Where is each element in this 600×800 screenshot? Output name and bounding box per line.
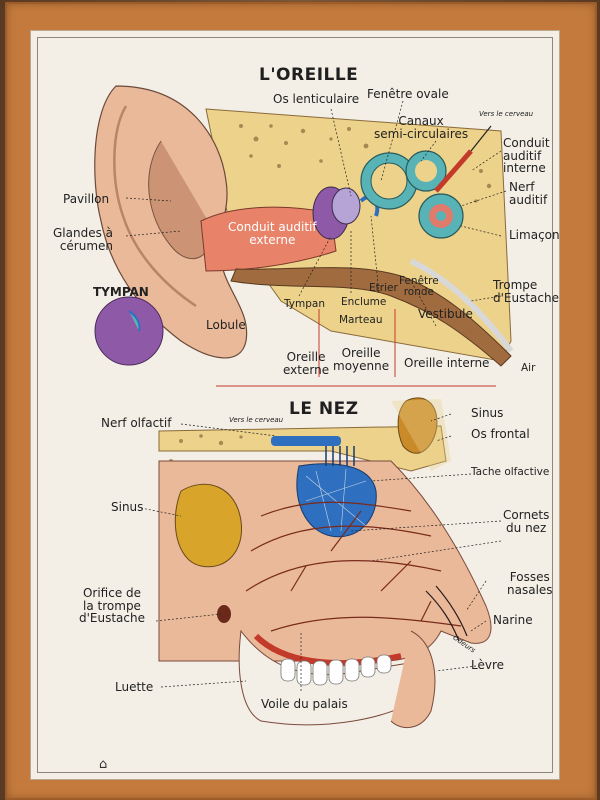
label-sinus-frontal: Sinus (471, 406, 504, 420)
anatomy-illustration (94, 85, 514, 729)
label-air: Air (521, 362, 536, 374)
label-vers-le-cerveau-nose: Vers le cerveau (229, 416, 284, 424)
label-limacon: Limaçon (509, 228, 560, 242)
label-pavillon: Pavillon (63, 192, 110, 206)
label-conduit-auditif-externe: Conduit auditif externe (228, 220, 317, 247)
ear-diagram (94, 85, 514, 387)
label-etrier: Etrier (369, 282, 398, 294)
label-narine: Narine (493, 613, 533, 627)
label-conduit-auditif-interne: Conduit auditif interne (503, 136, 550, 176)
label-os-frontal: Os frontal (471, 427, 530, 441)
anatomy-poster: L'OREILLE Os lenticulaire Fenêtre ovale … (30, 30, 560, 780)
label-luette: Luette (115, 680, 154, 694)
poster-inner-border (37, 37, 553, 773)
label-marteau: Marteau (339, 314, 383, 326)
label-trompe-eustache: Trompe d'Eustache (493, 278, 559, 305)
label-vestibule: Vestibule (418, 307, 473, 321)
label-voile-du-palais: Voile du palais (261, 697, 348, 711)
label-oreille-interne: Oreille interne (404, 356, 490, 370)
label-oreille-moyenne: Oreille moyenne (333, 346, 390, 373)
label-nerf-auditif: Nerf auditif (509, 180, 548, 207)
label-sinus-maxillaire: Sinus (111, 500, 144, 514)
label-oreille-externe: Oreille externe (283, 350, 330, 377)
ear-title: L'OREILLE (259, 65, 359, 85)
label-tympan-title: TYMPAN (93, 285, 149, 299)
label-fosses-nasales: Fosses nasales (507, 570, 553, 597)
label-nerf-olfactif: Nerf olfactif (101, 416, 172, 430)
label-lobule: Lobule (206, 318, 246, 332)
label-orifice-trompe: Orifice de la trompe d'Eustache (79, 586, 145, 626)
label-tympan: Tympan (284, 298, 325, 310)
label-fenetre-ronde: Fenêtre ronde (399, 275, 439, 299)
label-tache-olfactive: Tache olfactive (471, 466, 550, 478)
label-os-lenticulaire: Os lenticulaire (273, 92, 360, 106)
label-levre: Lèvre (471, 658, 505, 672)
label-vers-le-cerveau-ear: Vers le cerveau (479, 110, 534, 118)
label-cornets-du-nez: Cornets du nez (503, 508, 550, 535)
publisher-logo-icon: ⌂ (99, 757, 108, 772)
nose-diagram (140, 397, 502, 729)
label-canaux-semi-circulaires: Canaux semi-circulaires (374, 114, 469, 141)
label-fenetre-ovale: Fenêtre ovale (367, 87, 449, 101)
label-enclume: Enclume (341, 296, 387, 308)
nose-title: LE NEZ (289, 399, 359, 419)
label-glandes-cerumen: Glandes à cérumen (53, 226, 114, 253)
